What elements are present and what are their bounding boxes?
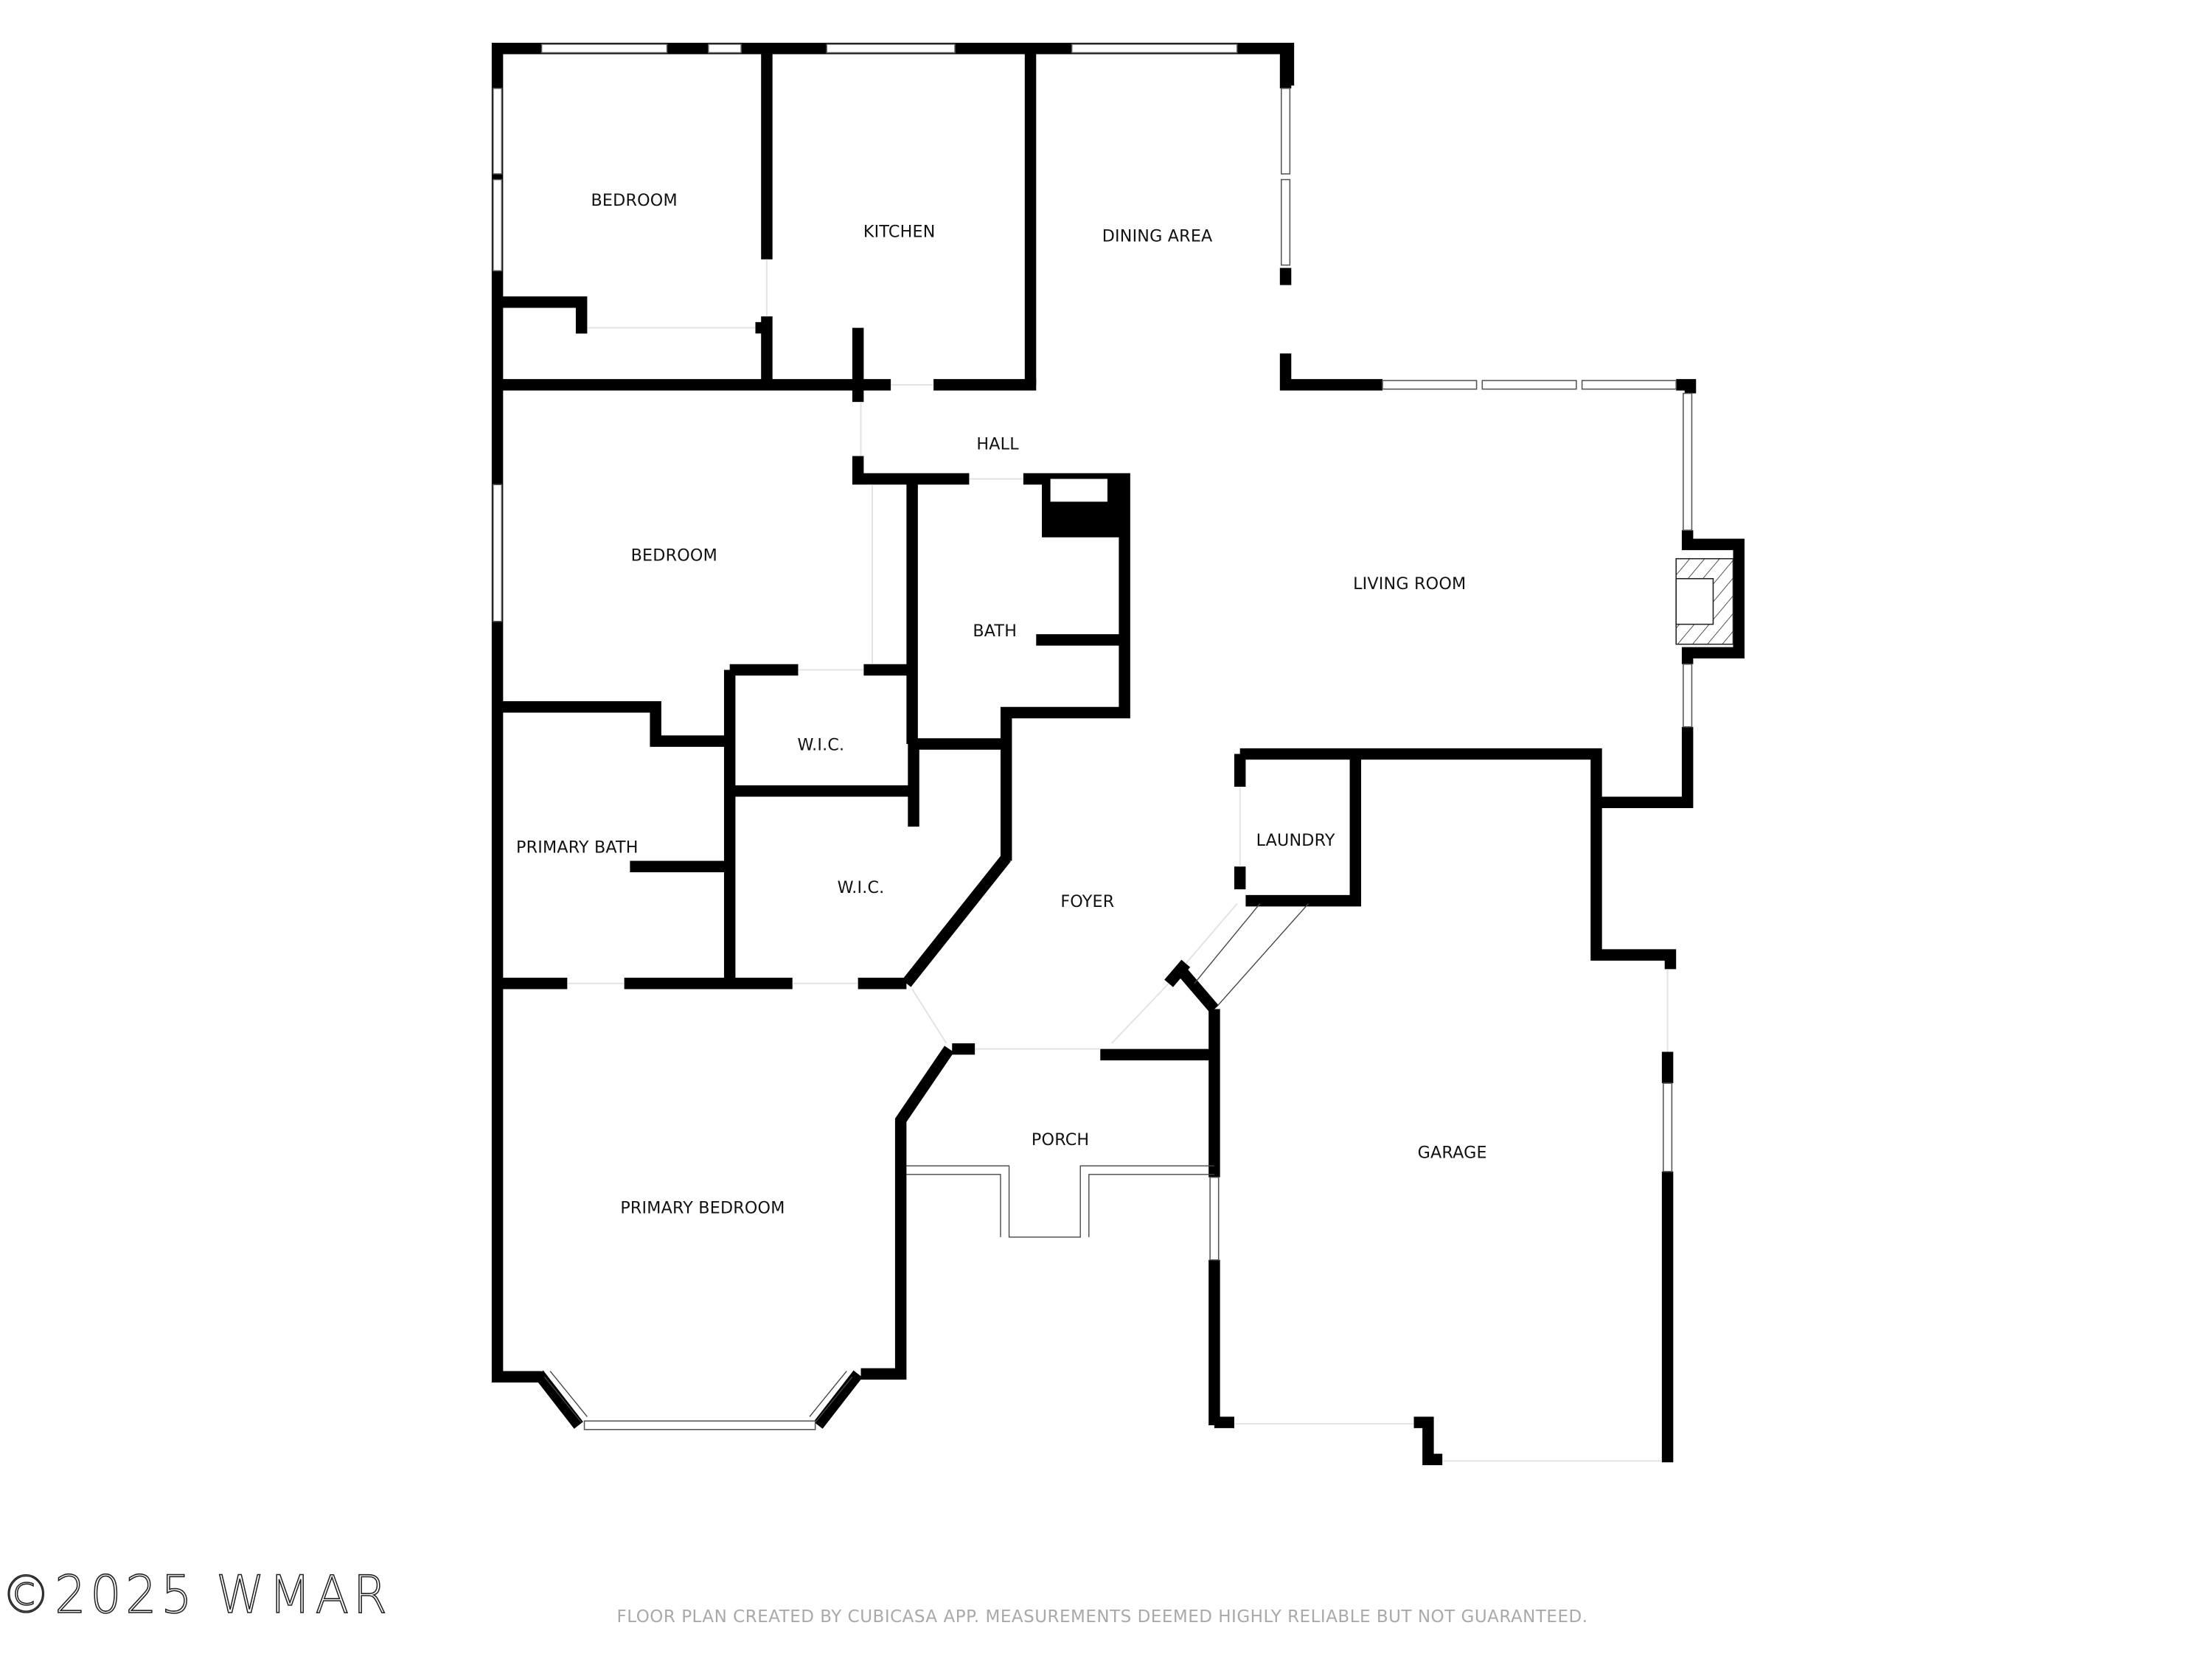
- room-label-porch: PORCH: [1032, 1130, 1089, 1150]
- room-label-bedroom-2: BEDROOM: [631, 546, 717, 565]
- fireplace-icon: [1675, 557, 1734, 645]
- windows: [493, 44, 1693, 1430]
- room-label-wic-2: W.I.C.: [838, 878, 885, 897]
- bath-vanity-block: [1042, 479, 1125, 538]
- room-label-living-room: LIVING ROOM: [1353, 574, 1466, 594]
- room-label-primary-bath: PRIMARY BATH: [516, 838, 639, 858]
- room-labels: BEDROOM KITCHEN DINING AREA HALL BEDROOM…: [516, 191, 1487, 1218]
- copyright-watermark: ©2025 WMAR: [1, 1564, 392, 1626]
- room-label-bedroom-1: BEDROOM: [591, 191, 678, 210]
- disclaimer-footer: FLOOR PLAN CREATED BY CUBICASA APP. MEAS…: [0, 1607, 2212, 1627]
- room-label-bath: BATH: [973, 622, 1017, 641]
- room-label-primary-bedroom: PRIMARY BEDROOM: [620, 1199, 785, 1218]
- openings: [567, 259, 1669, 1462]
- room-label-dining-area: DINING AREA: [1102, 226, 1213, 246]
- room-label-foyer: FOYER: [1060, 892, 1114, 911]
- room-label-laundry: LAUNDRY: [1256, 831, 1335, 850]
- room-label-wic-1: W.I.C.: [797, 735, 844, 754]
- room-label-kitchen: KITCHEN: [863, 223, 936, 242]
- disclaimer-text: FLOOR PLAN CREATED BY CUBICASA APP. MEAS…: [616, 1607, 1588, 1627]
- walls: [491, 42, 1745, 1466]
- room-label-hall: HALL: [976, 435, 1019, 454]
- room-label-garage: GARAGE: [1418, 1143, 1487, 1162]
